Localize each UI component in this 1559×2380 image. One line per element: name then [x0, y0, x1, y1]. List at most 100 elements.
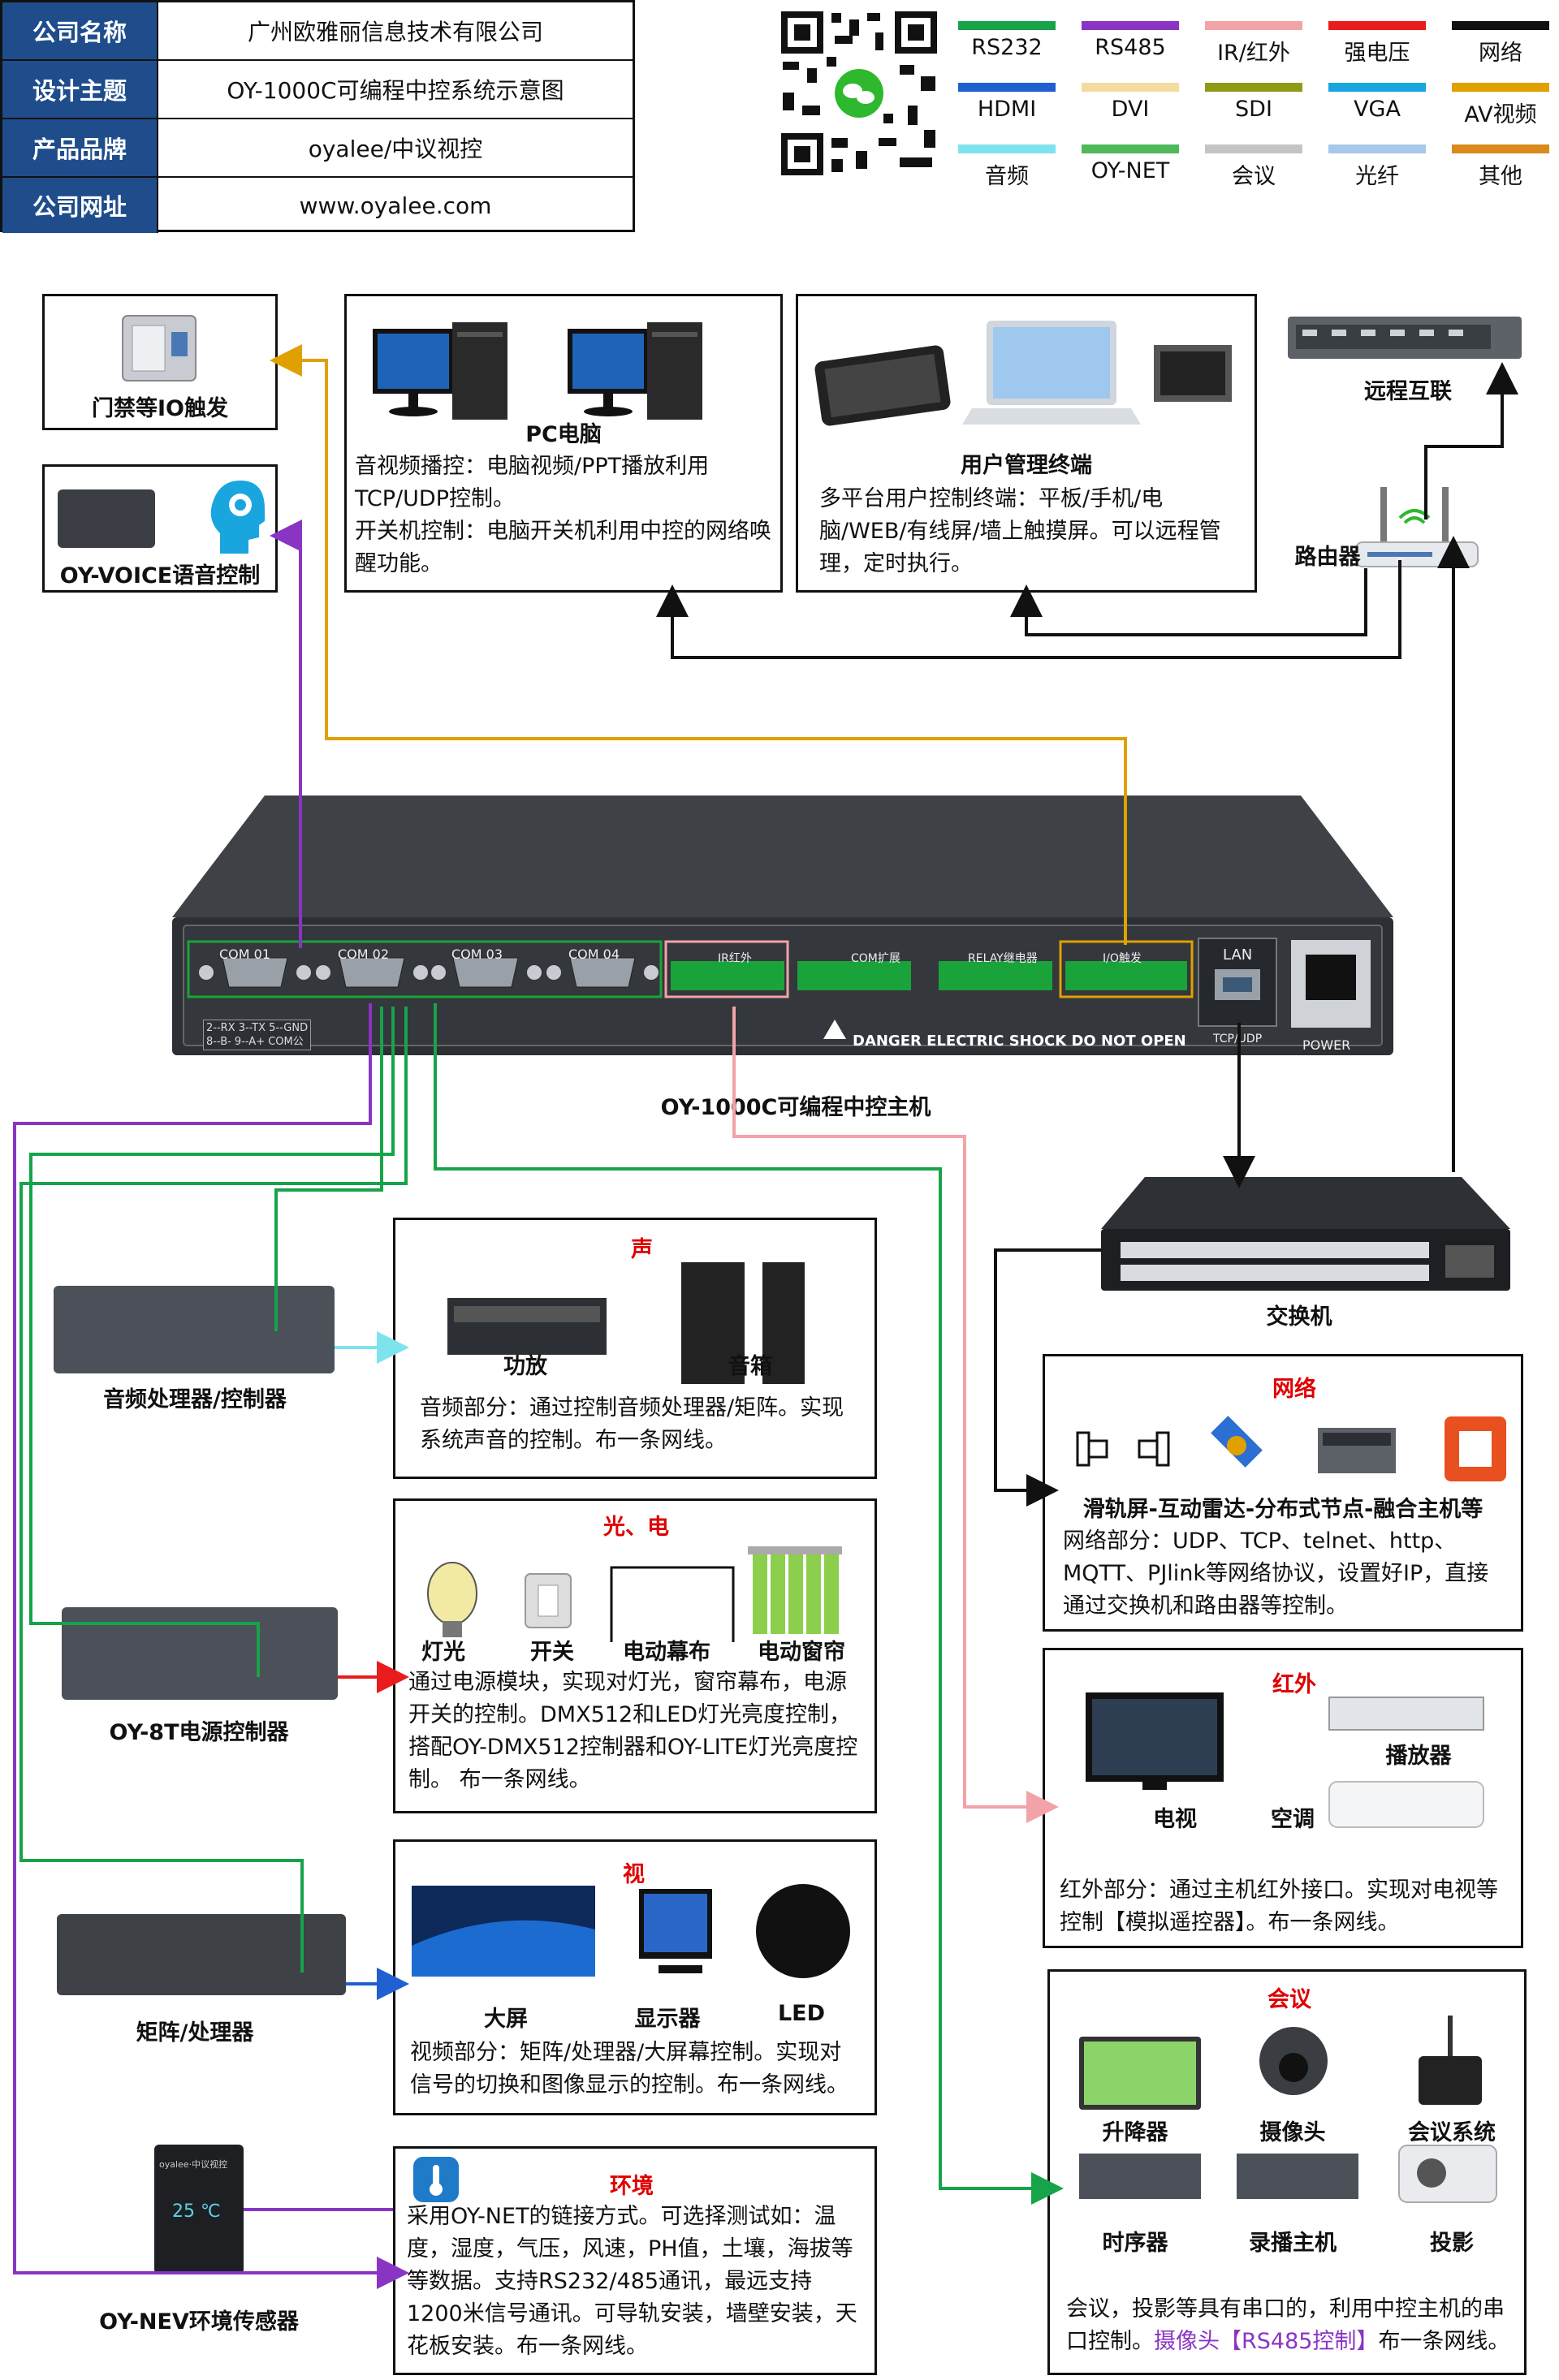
legend-item: RS485	[1082, 21, 1179, 60]
lamp-label: 灯光	[421, 1640, 465, 1665]
terminal-text: 多平台用户控制终端：平板/手机/电脑/WEB/有线屏/墙上触摸屏。可以远程管理，…	[819, 486, 1221, 576]
qr-code-icon	[778, 8, 940, 179]
legend-label: 强电压	[1344, 41, 1410, 66]
pc-text: 音视频播控：电脑视频/PPT播放利用TCP/UDP控制。 开关机控制：电脑开关机…	[355, 454, 771, 576]
legend-item: 会议	[1205, 144, 1302, 190]
com-ext-label: COM扩展	[851, 952, 900, 965]
door-label: 门禁等IO触发	[92, 396, 228, 421]
legend-item: 其他	[1452, 144, 1549, 190]
light-text: 通过电源模块，实现对灯光，窗帘幕布，电源开关的控制。DMX512和LED灯光亮度…	[408, 1670, 858, 1792]
ir-text: 红外部分：通过主机红外接口。实现对电视等控制【模拟遥控器】。布一条网线。	[1060, 1878, 1498, 1935]
ir-port-label: IR红外	[718, 952, 752, 965]
power-controller-label: OY-8T电源控制器	[109, 1720, 289, 1745]
curtain-label: 电动窗帘	[758, 1640, 845, 1665]
info-value: 广州欧雅丽信息技术有限公司	[247, 19, 543, 45]
legend-label: SDI	[1235, 97, 1272, 122]
info-key: 设计主题	[2, 61, 158, 118]
door-access-icon	[122, 315, 196, 382]
env-device-label: OY-NEV环境传感器	[99, 2309, 299, 2335]
legend-label: HDMI	[977, 97, 1037, 122]
audio-device-label: 音频处理器/控制器	[103, 1387, 287, 1412]
conf-text-link: 摄像头【RS485控制】	[1154, 2329, 1379, 2354]
router-label: 路由器	[1294, 545, 1361, 570]
legend-label: RS485	[1095, 35, 1166, 60]
pin-legend-b: 8--B- 9--A+ COM公	[206, 1036, 304, 1048]
legend-swatch	[1328, 144, 1426, 153]
thermometer-icon	[413, 2157, 459, 2202]
pc-box: PC电脑 音视频播控：电脑视频/PPT播放利用TCP/UDP控制。 开关机控制：…	[344, 294, 783, 593]
bigscreen-label: 大屏	[484, 2007, 528, 2032]
network-tag: 网络	[1272, 1377, 1316, 1402]
pin-legend: 2--RX 3--TX 5--GND 8--B- 9--A+ COM公	[203, 1020, 312, 1050]
power-controller	[62, 1607, 338, 1700]
pc-title: PC电脑	[525, 422, 602, 447]
legend-item: 强电压	[1328, 21, 1426, 67]
env-sensor: oyalee·中议视控 25 ℃	[154, 2145, 244, 2274]
info-value: www.oyalee.com	[299, 192, 492, 219]
switch-item-label: 开关	[530, 1640, 574, 1665]
legend-item: HDMI	[958, 83, 1056, 122]
legend-item: SDI	[1205, 83, 1302, 122]
audio-box: 声 功放 音箱 音频部分：通过控制音频处理器/矩阵。实现系统声音的控制。布一条网…	[393, 1218, 877, 1479]
relay-label: RELAY继电器	[968, 952, 1038, 965]
audio-text: 音频部分：通过控制音频处理器/矩阵。实现系统声音的控制。布一条网线。	[420, 1395, 844, 1453]
legend-swatch	[1205, 144, 1302, 153]
env-brand: oyalee·中议视控	[159, 2159, 228, 2170]
env-text: 采用OY-NET的链接方式。可选择测试如：温度，湿度，气压，风速，PH值，土壤，…	[407, 2204, 857, 2359]
terminal-box: 用户管理终端 多平台用户控制终端：平板/手机/电脑/WEB/有线屏/墙上触摸屏。…	[796, 294, 1257, 593]
info-key: 公司网址	[2, 178, 158, 233]
conf-text-main: 会议，投影等具有串口的，利用中控主机的串口控制。	[1066, 2296, 1505, 2354]
legend-swatch	[958, 21, 1056, 30]
legend-swatch	[1328, 21, 1426, 30]
legend-item: 音频	[958, 144, 1056, 190]
legend-swatch	[1452, 144, 1549, 153]
legend-label: 会议	[1232, 164, 1276, 189]
io-label: I/O触发	[1103, 952, 1142, 965]
legend-swatch	[958, 83, 1056, 92]
legend-item: VGA	[1328, 83, 1426, 122]
legend-swatch	[1082, 83, 1179, 92]
sequencer-label: 时序器	[1102, 2231, 1168, 2256]
light-devices-icon	[427, 1546, 842, 1642]
player-label: 播放器	[1385, 1744, 1452, 1769]
legend-item: OY-NET	[1082, 144, 1179, 183]
legend-swatch	[1328, 83, 1426, 92]
legend-label: AV视频	[1464, 102, 1537, 127]
env-temp: 25 ℃	[172, 2201, 221, 2222]
lan-port[interactable]: LAN	[1223, 946, 1253, 964]
legend-swatch	[1082, 144, 1179, 153]
conf-text-end: 布一条网线。	[1378, 2329, 1510, 2354]
video-devices-icon	[412, 1884, 850, 1978]
network-devices-icon	[1076, 1416, 1506, 1481]
legend-swatch	[1205, 21, 1302, 30]
env-tag: 环境	[610, 2174, 654, 2199]
remote-device-icon	[1288, 317, 1522, 359]
legend-swatch	[1452, 21, 1549, 30]
legend-item: 光纤	[1328, 144, 1426, 190]
port-com01[interactable]: COM 01	[219, 946, 271, 962]
legend-label: 其他	[1479, 164, 1522, 189]
legend-label: RS232	[971, 35, 1043, 60]
camera-label: 摄像头	[1259, 2120, 1326, 2145]
network-title: 滑轨屏-互动雷达-分布式节点-融合主机等	[1082, 1497, 1483, 1522]
voice-device	[58, 489, 155, 548]
matrix-device	[57, 1914, 346, 1995]
router-icon	[1355, 487, 1479, 567]
voice-box: OY-VOICE语音控制	[42, 464, 278, 593]
network-text: 网络部分：UDP、TCP、telnet、http、MQTT、PJlink等网络协…	[1063, 1528, 1489, 1619]
terminal-title: 用户管理终端	[961, 453, 1092, 478]
head-icon	[210, 481, 265, 554]
pc-computer-icon	[373, 322, 702, 420]
legend-label: VGA	[1354, 97, 1401, 122]
switch-label: 交换机	[1266, 1304, 1332, 1330]
port-com03[interactable]: COM 03	[451, 946, 503, 962]
port-com04[interactable]: COM 04	[568, 946, 620, 962]
legend-label: 音频	[985, 164, 1029, 189]
info-key: 公司名称	[2, 2, 158, 59]
legend-item: AV视频	[1452, 83, 1549, 128]
network-box: 网络 滑轨屏-互动雷达-分布式节点-融合主机等 网络部分：UDP、TCP、tel…	[1043, 1354, 1523, 1632]
legend-item: IR/红外	[1205, 21, 1302, 67]
pin-legend-a: 2--RX 3--TX 5--GND	[206, 1022, 309, 1034]
port-com02[interactable]: COM 02	[338, 946, 390, 962]
ir-box: 红外 电视 播放器 空调 红外部分：通过主机红外接口。实现对电视等控制【模拟遥控…	[1043, 1648, 1523, 1948]
